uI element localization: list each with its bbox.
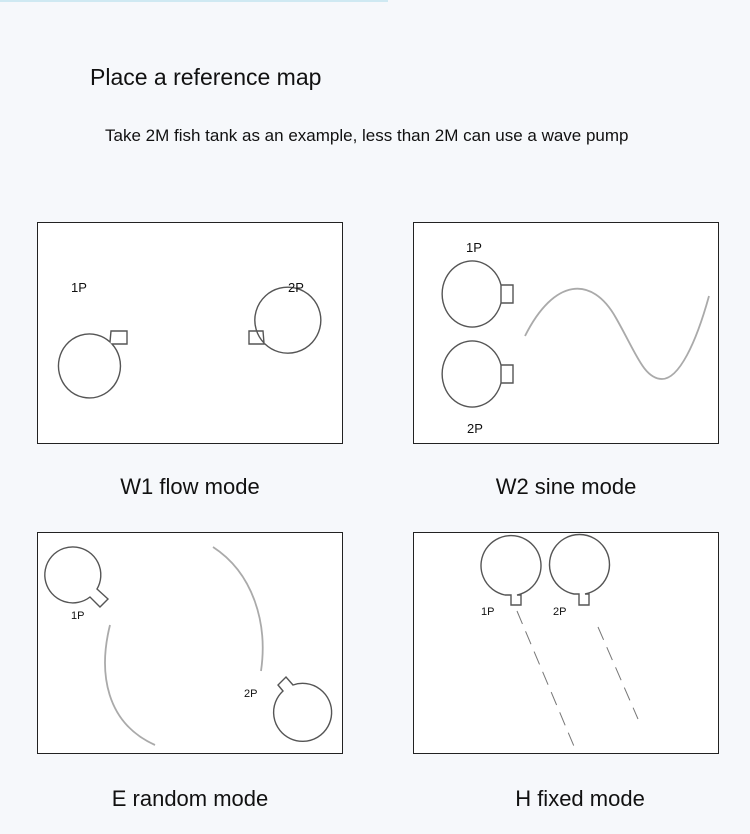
- w1-flow-diagram: 1P 2P: [57, 280, 322, 399]
- page-title: Place a reference map: [90, 64, 322, 90]
- e-random-diagram: 1P 2P: [44, 546, 333, 746]
- pump-1p-icon: [480, 534, 542, 606]
- pump-2p-label: 2P: [467, 421, 483, 436]
- top-accent-line: [0, 0, 388, 2]
- panel-w2-sine-mode: 1P 2P: [413, 222, 719, 444]
- h-fixed-diagram: 1P 2P: [480, 533, 639, 752]
- page-subtitle: Take 2M fish tank as an example, less th…: [105, 126, 629, 145]
- caption-h-fixed-mode: H fixed mode: [515, 786, 645, 811]
- pump-1p-icon: [57, 330, 128, 399]
- sine-flow-curve: [524, 287, 710, 380]
- random-flow-curve-2: [212, 546, 264, 672]
- pump-2p-label: 2P: [553, 606, 566, 618]
- caption-w1-flow-mode: W1 flow mode: [120, 474, 260, 499]
- pump-2p-label: 2P: [288, 280, 304, 295]
- pump-1p-label: 1P: [481, 606, 494, 618]
- caption-w2-sine-mode: W2 sine mode: [495, 474, 637, 499]
- fixed-flow-line-1: [516, 610, 577, 752]
- pump-2p-icon: [272, 675, 333, 742]
- pump-1p-icon: [44, 546, 110, 608]
- panel-w1-flow-mode: 1P 2P: [37, 222, 343, 444]
- pump-2p-icon: [248, 286, 322, 354]
- pump-1p-label: 1P: [466, 240, 482, 255]
- pump-1p-label: 1P: [71, 610, 84, 622]
- pump-1p-icon: [441, 260, 514, 328]
- random-flow-curve-1: [104, 624, 156, 746]
- pump-2p-icon: [548, 533, 611, 606]
- panel-e-random-mode: 1P 2P: [37, 532, 343, 754]
- pump-2p-label: 2P: [244, 688, 257, 700]
- pump-1p-label: 1P: [71, 280, 87, 295]
- fixed-flow-line-2: [597, 626, 639, 720]
- caption-e-random-mode: E random mode: [111, 786, 269, 811]
- panel-h-fixed-mode: 1P 2P: [413, 532, 719, 754]
- pump-2p-icon: [441, 340, 514, 408]
- w2-sine-diagram: 1P 2P: [441, 240, 710, 436]
